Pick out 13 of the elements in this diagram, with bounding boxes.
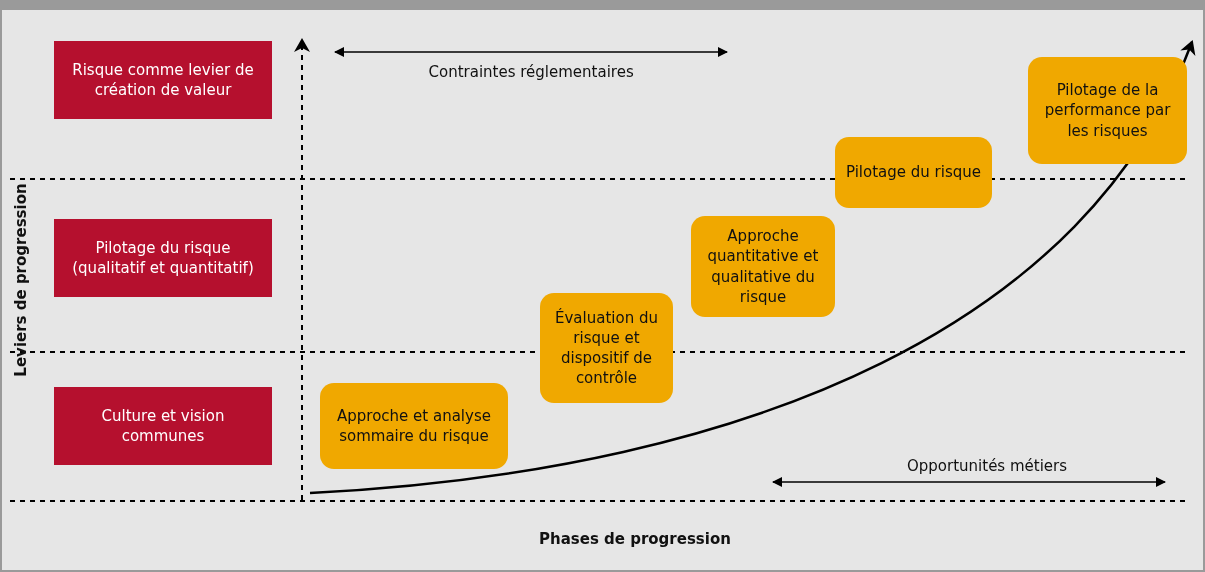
- phase-box: Approche et analyse sommaire du risque: [320, 383, 508, 469]
- range-label: Contraintes réglementaires: [428, 63, 634, 81]
- axis-title: Phases de progression: [539, 530, 731, 548]
- level-box: Pilotage du risque (qualitatif et quantitatif): [54, 219, 272, 297]
- level-box: Risque comme levier de création de valeur: [54, 41, 272, 119]
- phase-box: Évaluation du risque et dispositif de contrôle: [540, 293, 673, 403]
- phase-box: Pilotage de la performance par les risques: [1028, 57, 1187, 164]
- curved-arrow: [309, 40, 1195, 495]
- phase-box: Pilotage du risque: [835, 137, 992, 208]
- phase-box: Approche quantitative et qualitative du risque: [691, 216, 835, 317]
- level-box: Culture et vision communes: [54, 387, 272, 465]
- axis-title: Leviers de progression: [11, 183, 30, 377]
- range-label: Opportunités métiers: [907, 457, 1068, 475]
